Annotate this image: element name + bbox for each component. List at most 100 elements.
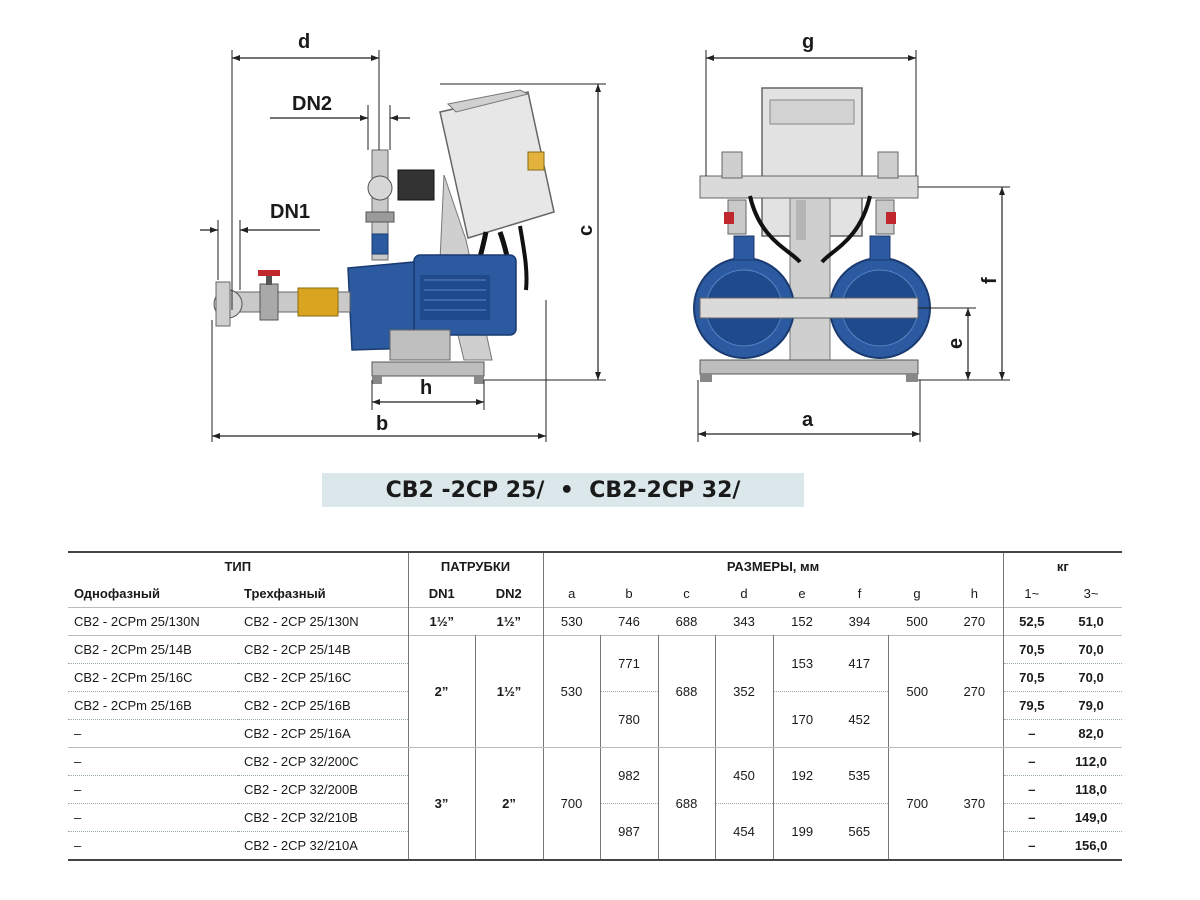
header-weight-3ph: 3~ [1083,586,1099,601]
cell-weight-1ph: – [1003,747,1061,776]
cell-three-phase: CB2 - 2CP 32/210B [238,803,409,832]
cell-single-phase: – [68,803,238,832]
header-b: b [625,586,633,601]
cell-a-group32: 700 [543,747,601,861]
cell-three-phase: CB2 - 2CP 25/14B [238,635,409,664]
cell-weight-3ph: 70,0 [1060,635,1123,664]
cell-weight-1ph: – [1003,775,1061,804]
cell-dn2-group25: 1½” [475,635,544,748]
cell-b-group25-2: 780 [600,691,659,748]
header-g: g [913,586,921,601]
cell-dn1: 1½” [429,614,455,629]
cell-f-group32-1: 535 [831,747,889,804]
cell-weight-1ph: – [1028,838,1036,853]
cell-c: 688 [675,614,698,629]
cell-weight-3ph: 51,0 [1078,614,1104,629]
header-a: a [568,586,576,601]
cell-weight-3ph: 70,0 [1060,663,1123,692]
header-c: c [683,586,690,601]
cell-dn2-group32: 2” [475,747,544,861]
technical-drawings: d DN2 DN1 c h b [200,31,1010,442]
cell-d: 343 [733,614,755,629]
cell-e-group32-2: 199 [773,803,832,861]
cell-e-group25-2: 170 [773,691,832,748]
cell-c-group25: 688 [658,635,716,748]
table-row: – CB2 - 2CP 32/200C 3” 2” 700 982 688 45… [68,747,1123,861]
table-row: CB2 - 2CPm 25/130N CB2 - 2CP 25/130N 1½”… [68,607,1123,636]
cell-weight-1ph: 79,5 [1003,691,1061,720]
header-weight: кг [1056,559,1069,574]
table-row: CB2 - 2CPm 25/16B CB2 - 2CP 25/16B 780 1… [68,691,1123,748]
cell-b-group32-1: 982 [600,747,659,804]
header-f: f [857,586,862,601]
header-dn1: DN1 [428,586,455,601]
cell-g: 500 [906,614,928,629]
cell-three-phase: CB2 - 2CP 32/200B [238,775,409,804]
dim-label-a: a [802,409,814,431]
table-row: CB2 - 2CPm 25/14B CB2 - 2CP 25/14B 2” 1½… [68,635,1123,748]
cell-a-group25: 530 [543,635,601,748]
cell-weight-3ph: 149,0 [1060,803,1123,832]
cell-weight-1ph: 70,5 [1003,663,1061,692]
cell-dn2: 1½” [475,607,544,636]
front-view-drawing: g f e a [693,31,1010,442]
cell-three-phase: CB2 - 2CP 32/200C [238,747,409,776]
cell-h-group32: 370 [946,747,1004,861]
cell-b-group25-1: 771 [600,635,659,692]
header-ports: ПАТРУБКИ [408,552,544,580]
cell-weight-1ph: – [1028,726,1036,741]
header-e: e [798,586,806,601]
header-h: h [946,580,1004,608]
header-type: ТИП [68,552,409,580]
cell-three-phase: CB2 - 2CP 25/16C [238,663,409,692]
cell-single-phase: – [68,775,238,804]
header-dimensions: РАЗМЕРЫ, мм [543,552,1004,580]
header-single-phase: Однофазный [74,586,161,601]
table-row: – CB2 - 2CP 32/200B – 118,0 [68,775,1123,804]
cell-weight-1ph: 70,5 [1003,635,1061,664]
header-three-phase: Трехфазный [238,580,409,608]
cell-weight-3ph: 112,0 [1060,747,1123,776]
cell-single-phase: – [74,838,82,853]
cell-weight-3ph: 118,0 [1060,775,1123,804]
cell-weight-3ph: 79,0 [1060,691,1123,720]
cell-e-group32-1: 192 [773,747,832,804]
dim-label-dn2: DN2 [292,93,332,115]
cell-d-group32-2: 454 [715,803,774,861]
cell-c-group32: 688 [658,747,716,861]
table-row: – CB2 - 2CP 32/210B 987 454 199 565 – 14… [68,803,1123,861]
header-dn2: DN2 [475,580,544,608]
dim-label-b: b [376,413,388,435]
title-bullet: • [559,477,574,503]
side-view-drawing: d DN2 DN1 c h b [200,31,606,442]
cell-b-group32-2: 987 [600,803,659,861]
cell-three-phase: CB2 - 2CP 25/16B [238,691,409,720]
cell-f-group32-2: 565 [831,803,889,861]
cell-g-group32: 700 [888,747,947,861]
title-left: CB2 -2CP 25/ [385,477,545,503]
cell-b: 746 [618,614,640,629]
cell-g-group25: 500 [888,635,947,748]
title-right: CB2-2CP 32/ [589,477,741,503]
dim-label-e: e [945,338,967,349]
dim-label-c: c [575,225,597,236]
cell-single-phase: – [68,747,238,776]
dim-label-h: h [420,377,432,399]
cell-weight-3ph: 156,0 [1074,838,1108,853]
cell-weight-1ph: 52,5 [1019,614,1045,629]
dim-label-dn1: DN1 [270,201,310,223]
cell-single-phase: CB2 - 2CPm 25/16C [68,663,238,692]
dim-label-g: g [802,31,814,53]
cell-single-phase: – [74,726,82,741]
cell-dn1-group25: 2” [408,635,476,748]
product-title-banner: CB2 -2CP 25/ • CB2-2CP 32/ [322,473,804,507]
cell-d-group32-1: 450 [715,747,774,804]
cell-f-group25-1: 417 [831,635,889,692]
table-row: CB2 - 2CPm 25/16C CB2 - 2CP 25/16C 70,5 … [68,663,1123,692]
table-sub-header-row: Однофазный Трехфазный DN1 DN2 a b c d e … [68,580,1123,608]
cell-h: 270 [946,607,1004,636]
cell-f-group25-2: 452 [831,691,889,748]
cell-three-phase: CB2 - 2CP 25/130N [238,607,409,636]
dim-label-f: f [979,277,1001,284]
cell-three-phase: CB2 - 2CP 32/210A [238,831,409,860]
